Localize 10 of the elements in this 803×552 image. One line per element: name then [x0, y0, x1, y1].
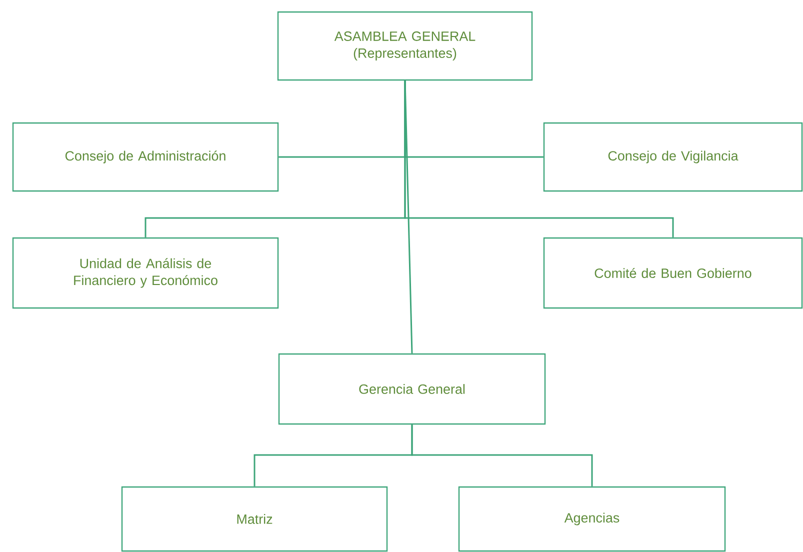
connector-line	[411, 424, 593, 486]
org-box: Unidad de Análisis de Financiero y Económico	[12, 237, 279, 309]
org-box: Comité de Buen Gobierno	[543, 237, 803, 309]
org-box: Agencias	[458, 486, 726, 552]
org-box: Matriz	[121, 486, 388, 552]
org-box: ASAMBLEA GENERAL (Representantes)	[277, 11, 533, 81]
org-box: Consejo de Administración	[12, 122, 279, 192]
org-box: Consejo de Vigilancia	[543, 122, 803, 192]
org-box: Gerencia General	[278, 353, 546, 425]
connector-line	[404, 80, 413, 354]
